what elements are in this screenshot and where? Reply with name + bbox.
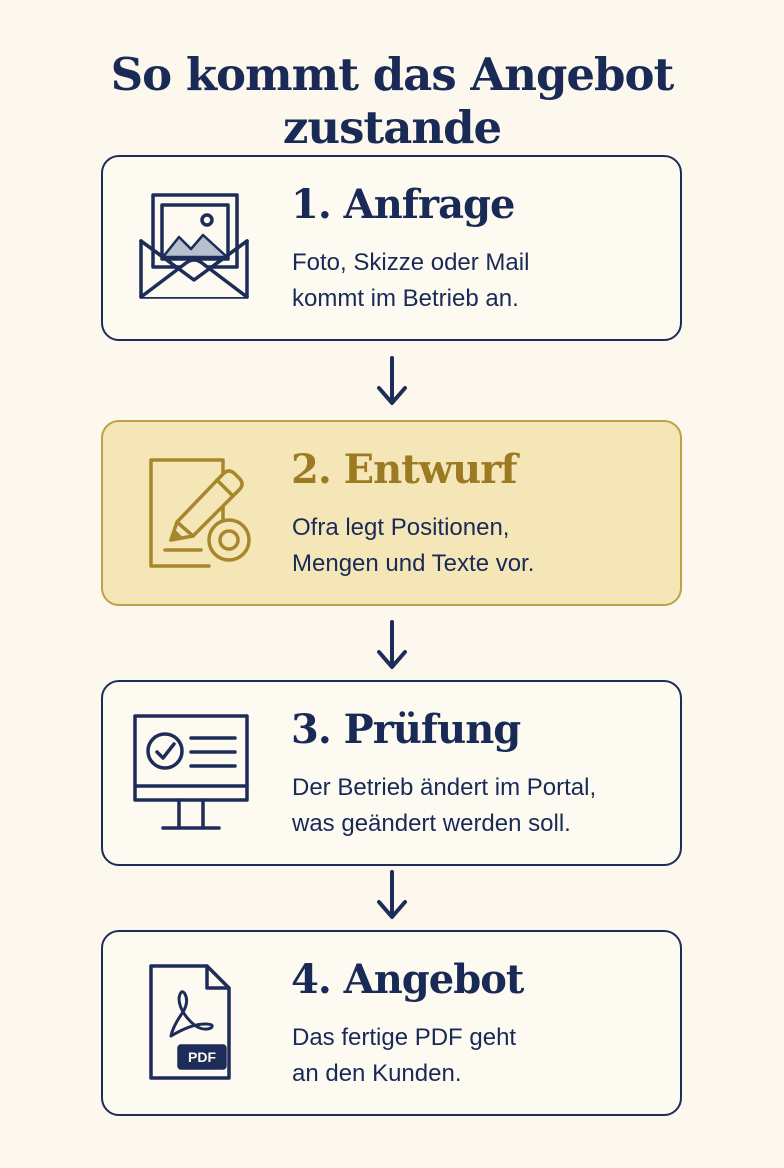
step-description-line: Der Betrieb ändert im Portal, bbox=[292, 774, 597, 801]
step-description-line: kommt im Betrieb an. bbox=[292, 285, 519, 312]
step-card-anfrage: 1. Anfrage Foto, Skizze oder Mail kommt … bbox=[101, 155, 682, 341]
step-description: Der Betrieb ändert im Portal, was geände… bbox=[292, 770, 596, 842]
monitor-checklist-icon bbox=[131, 712, 253, 834]
step-card-entwurf: 2. Entwurf Ofra legt Positionen, Mengen … bbox=[101, 420, 682, 606]
step-card-angebot: PDF 4. Angebot Das fertige PDF geht an d… bbox=[101, 930, 682, 1116]
step-description-line: Ofra legt Positionen, bbox=[292, 514, 510, 541]
step-title: 1. Anfrage bbox=[291, 181, 515, 228]
step-description-line: Mengen und Texte vor. bbox=[292, 550, 535, 577]
envelope-photo-icon bbox=[131, 187, 253, 309]
pdf-file-icon: PDF bbox=[131, 962, 253, 1084]
step-description: Ofra legt Positionen, Mengen und Texte v… bbox=[292, 510, 534, 582]
step-description: Foto, Skizze oder Mail kommt im Betrieb … bbox=[292, 245, 529, 317]
arrow-down-icon bbox=[377, 870, 407, 919]
step-title: 4. Angebot bbox=[291, 956, 524, 1003]
pdf-badge-label: PDF bbox=[188, 1049, 216, 1065]
step-description-line: was geändert werden soll. bbox=[292, 810, 571, 837]
step-description-line: an den Kunden. bbox=[292, 1060, 462, 1087]
step-description: Das fertige PDF geht an den Kunden. bbox=[292, 1020, 516, 1092]
step-description-line: Das fertige PDF geht bbox=[292, 1024, 517, 1051]
document-pencil-icon bbox=[131, 452, 253, 574]
arrow-down-icon bbox=[377, 356, 407, 405]
step-title: 3. Prüfung bbox=[291, 706, 521, 753]
step-title: 2. Entwurf bbox=[291, 446, 518, 493]
page-title: So kommt das Angebot zustande bbox=[110, 48, 675, 154]
step-description-line: Foto, Skizze oder Mail bbox=[292, 249, 530, 276]
arrow-down-icon bbox=[377, 620, 407, 669]
step-card-pruefung: 3. Prüfung Der Betrieb ändert im Portal,… bbox=[101, 680, 682, 866]
